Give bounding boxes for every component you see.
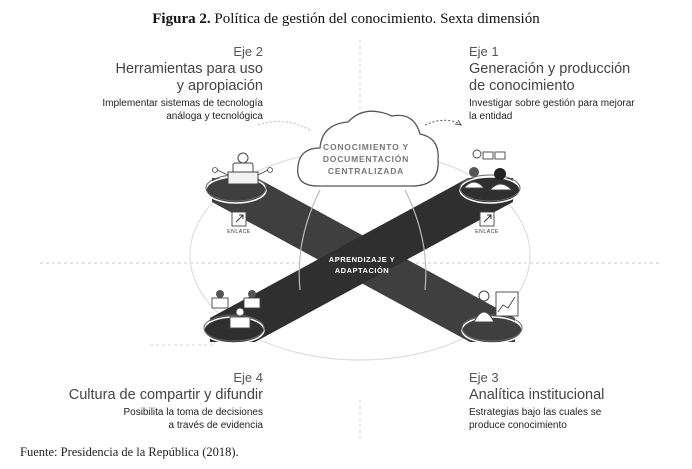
- source-note: Fuente: Presidencia de la República (201…: [20, 445, 239, 459]
- enlace-right-label: ENLACE: [475, 229, 499, 235]
- arc-inner-right: [404, 189, 427, 291]
- cloud-text-line3: CENTRALIZADA: [328, 166, 404, 176]
- arrow-right-top-icon: [454, 119, 462, 126]
- enlace-left-label: ENLACE: [227, 229, 251, 235]
- figure-label: Figura 2.: [152, 11, 211, 27]
- enlace-left-icon: [231, 211, 247, 227]
- meeting-people-icon: [211, 290, 261, 329]
- arc-right-top: [424, 119, 461, 126]
- eje2-title-line2: y apropiación: [176, 78, 263, 94]
- eje1-title-line2: de conocimiento: [469, 78, 575, 94]
- pad-eje3: [461, 314, 523, 342]
- center-text-line1: APRENDIZAJE Y: [329, 255, 395, 264]
- eje4-desc-line2: a través de evidencia: [168, 420, 263, 431]
- eje1-title-line1: Generación y producción: [469, 61, 631, 77]
- pad-eje4: [203, 314, 265, 342]
- eje2-number: Eje 2: [233, 44, 263, 59]
- enlace-right-icon: [479, 211, 495, 227]
- eje3-desc-line1: Estrategias bajo las cuales se: [469, 407, 602, 418]
- eje3-desc-line2: produce conocimiento: [469, 420, 567, 431]
- eje1-desc-line2: la entidad: [469, 111, 513, 122]
- eje4-title-line1: Cultura de compartir y difundir: [68, 387, 263, 403]
- analytics-person-icon: [473, 290, 519, 323]
- eje4-block: Eje 4 Cultura de compartir y difundir Po…: [60, 370, 263, 432]
- eje2-desc-line1: Implementar sistemas de tecnología: [102, 98, 263, 109]
- eje4-number: Eje 4: [233, 370, 263, 385]
- arc-inner-left: [298, 189, 321, 291]
- cloud-text-line2: DOCUMENTACIÓN: [323, 153, 409, 164]
- figure-title: Figura 2. Política de gestión del conoci…: [0, 11, 692, 28]
- eje3-block: Eje 3 Analítica institucional Estrategia…: [469, 370, 679, 432]
- person-laptop-icon: [212, 152, 273, 185]
- eje2-block: Eje 2 Herramientas para uso y apropiació…: [60, 44, 263, 123]
- pad-eje1: [459, 174, 521, 202]
- eje3-title-line1: Analítica institucional: [469, 387, 605, 403]
- center-text-line2: ADAPTACIÓN: [335, 266, 389, 275]
- eje1-desc-line1: Investigar sobre gestión para mejorar: [469, 98, 635, 109]
- eje4-desc-line1: Posibilita la toma de decisiones: [123, 407, 263, 418]
- cloud-shape: [297, 110, 439, 187]
- eje3-number: Eje 3: [469, 370, 499, 385]
- arc-left-top: [257, 120, 311, 131]
- eje2-title-line1: Herramientas para uso: [115, 61, 264, 77]
- people-ideas-icon: [462, 149, 514, 191]
- eje2-desc-line2: análoga y tecnológica: [166, 111, 263, 122]
- eje1-number: Eje 1: [469, 44, 499, 59]
- cloud-text-line1: CONOCIMIENTO Y: [323, 142, 409, 152]
- figure-title-text: Política de gestión del conocimiento. Se…: [214, 11, 540, 27]
- eje1-block: Eje 1 Generación y producción de conocim…: [469, 44, 679, 123]
